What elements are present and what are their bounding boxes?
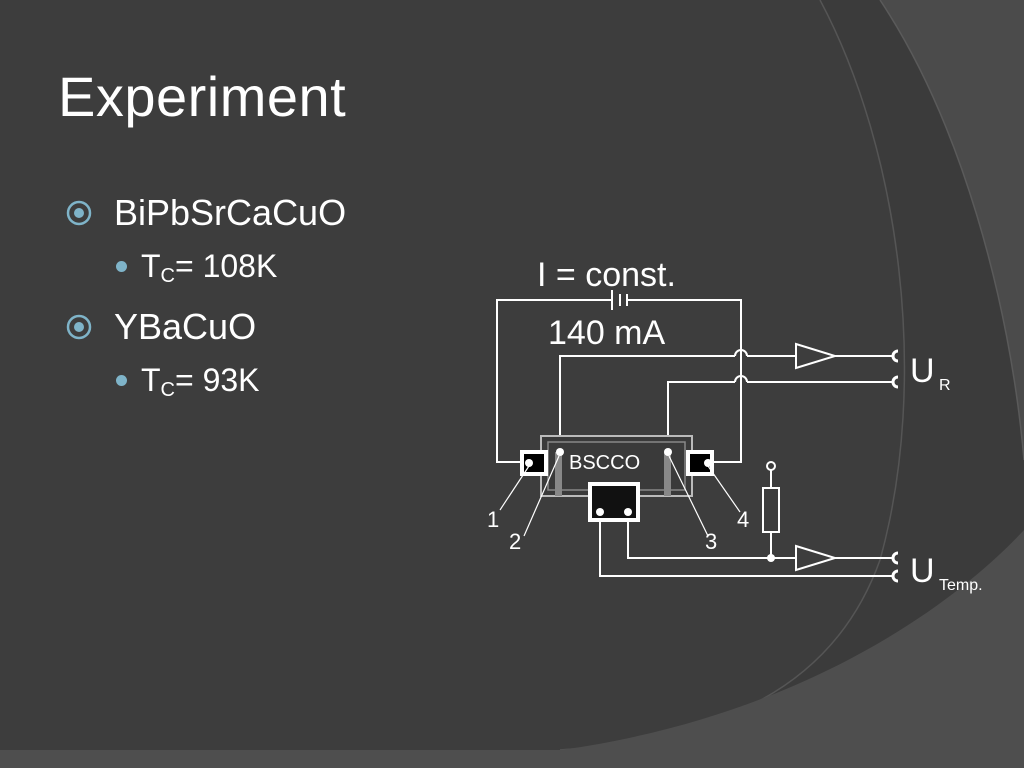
slide-title: Experiment	[58, 65, 347, 128]
bullet-label: YBaCuO	[114, 306, 257, 347]
four-point-measurement-circuit: I = const. 140 mA BSCCO 1 2 3 4 U R U Te…	[487, 256, 983, 594]
resistor-symbol	[762, 487, 780, 533]
tc-value: = 108K	[175, 248, 278, 284]
contact-label-4: 4	[737, 507, 749, 532]
contact-label-2: 2	[509, 529, 521, 554]
circuit-wires	[496, 299, 892, 577]
bullet-bipbsrcacuo: BiPbSrCaCuO	[66, 192, 346, 234]
contact-leader-lines	[499, 455, 741, 537]
sample-holder	[520, 435, 714, 522]
contact-label-3: 3	[705, 529, 717, 554]
current-label: I = const.	[537, 256, 676, 294]
supply-terminal-icon	[766, 461, 776, 471]
output-temp-subscript: Temp.	[939, 577, 983, 594]
current-value: 140 mA	[548, 314, 665, 352]
tc-prefix: T	[141, 248, 161, 284]
tc-subscript: C	[160, 265, 175, 287]
battery-symbol	[611, 290, 628, 310]
tc-value: = 93K	[175, 362, 260, 398]
sample-label: BSCCO	[569, 452, 640, 474]
dot-bullet-icon	[116, 261, 127, 272]
amplifier-temp-symbol	[795, 544, 839, 572]
bullet-ybacuo: YBaCuO	[66, 306, 256, 348]
target-bullet-icon	[66, 200, 92, 226]
output-terminals	[891, 349, 899, 583]
tc-prefix: T	[141, 362, 161, 398]
output-temp-label: U	[910, 552, 935, 590]
output-ur-label: U	[910, 352, 935, 390]
contact-label-1: 1	[487, 507, 499, 532]
junction-dot	[767, 554, 775, 562]
tc-subscript: C	[160, 379, 175, 401]
amplifier-ur-symbol	[795, 342, 839, 370]
target-bullet-icon	[66, 314, 92, 340]
dot-bullet-icon	[116, 375, 127, 386]
output-ur-subscript: R	[939, 377, 951, 394]
bullet-label: BiPbSrCaCuO	[114, 192, 347, 233]
